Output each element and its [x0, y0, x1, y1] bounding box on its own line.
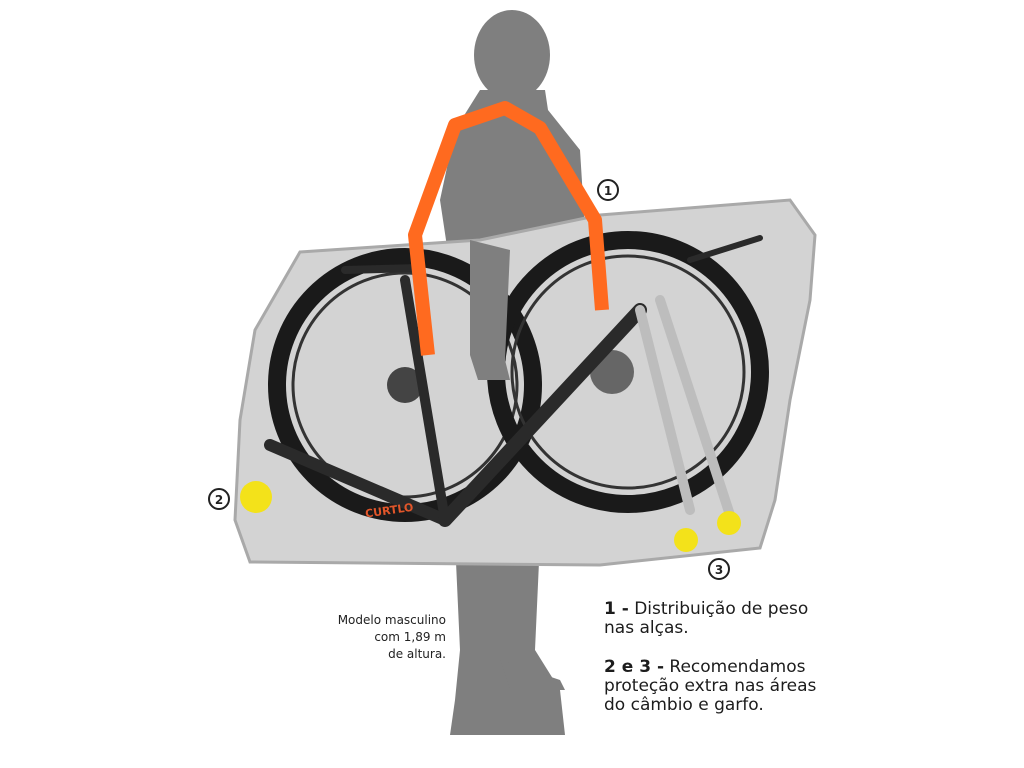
shoulder-straps [408, 101, 609, 356]
note-text: do câmbio e garfo. [604, 695, 764, 715]
rear-wheel [268, 248, 542, 522]
note-text: Distribuição de peso [634, 599, 809, 619]
svg-text:1: 1 [604, 184, 612, 198]
caption-line: de altura. [388, 647, 446, 661]
caption-line: Modelo masculino [337, 613, 446, 627]
note-text: nas alças. [604, 618, 689, 638]
marker-fork-right [717, 511, 741, 535]
svg-text:3: 3 [715, 563, 723, 577]
svg-text:2: 2 [215, 493, 223, 507]
note-number: 2 e 3 - [604, 657, 664, 677]
person-arm [470, 240, 510, 380]
note-text: Recomendamos [669, 657, 806, 677]
note-text: proteção extra nas áreas [604, 676, 817, 696]
callout-2: 2 [208, 488, 230, 510]
marker-fork-left [674, 528, 698, 552]
note-1: 1 - Distribuição de peso nas alças. [604, 600, 808, 638]
bike-frame [264, 235, 763, 527]
caption-line: com 1,89 m [374, 630, 446, 644]
callout-1: 1 [597, 179, 619, 201]
note-2-3: 2 e 3 - Recomendamos proteção extra nas … [604, 658, 816, 715]
marker-derailleur [240, 481, 272, 513]
model-caption: Modelo masculino com 1,89 m de altura. [300, 612, 446, 663]
callout-3: 3 [708, 558, 730, 580]
note-number: 1 - [604, 599, 629, 619]
